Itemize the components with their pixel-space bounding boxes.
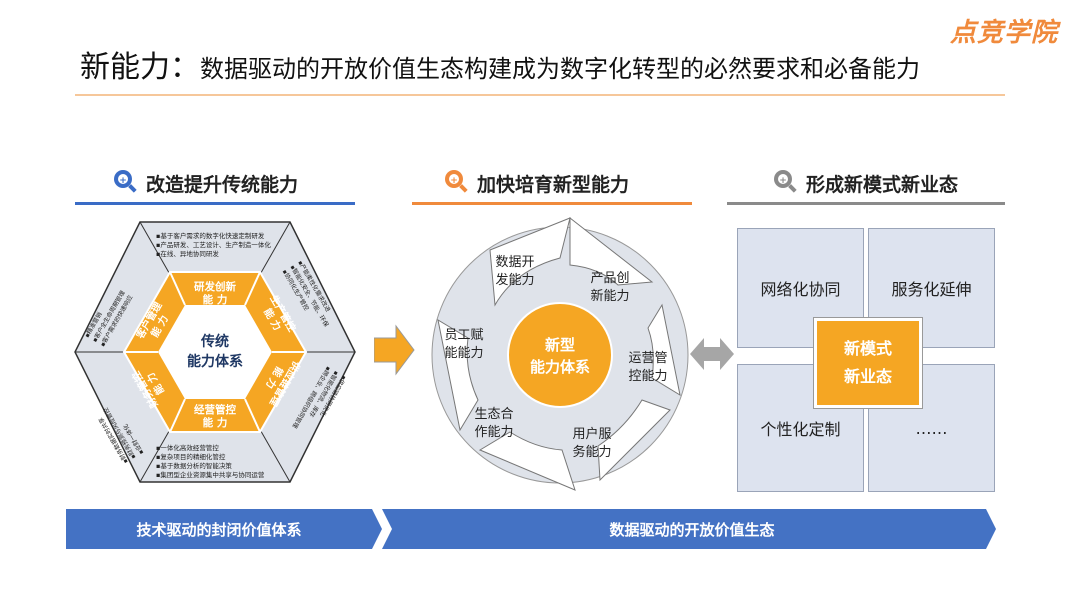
band-data-driven: 数据驱动的开放价值生态 (609, 520, 775, 539)
hexagon-note: ▪一体化高效经营管控 (156, 443, 219, 452)
grid-cell-label: 个性化定制 (760, 420, 841, 439)
hexagon-note: ▪集团型企业资源集中共享与协同运营 (156, 470, 265, 479)
band-technology-driven: 技术驱动的封闭价值体系 (136, 520, 302, 539)
new-mode-line2: 新业态 (843, 367, 892, 386)
wheel-item-product-2: 新能力 (590, 288, 629, 304)
wheel-item-ecosystem: 生态合 (474, 407, 513, 422)
svg-text:+: + (119, 176, 127, 186)
hexagon-note: ▪基于客户需求的数字化快速定制研发 (156, 231, 265, 240)
section-underline (727, 202, 1005, 205)
svg-text:+: + (779, 176, 787, 186)
wheel-item-ecosystem-2: 作能力 (474, 425, 513, 440)
wheel-center-line1: 新型 (545, 336, 575, 354)
section-heading-traditional: + 改造提升传统能力 (112, 168, 298, 199)
wheel-item-operation: 运营管 (628, 351, 667, 366)
section-heading-new: + 加快培育新型能力 (443, 168, 629, 199)
section-heading-text: 形成新模式新业态 (806, 174, 959, 196)
grid-cell-label: …… (915, 418, 948, 438)
title-subtitle: 数据驱动的开放价值生态构建成为数字化转型的必然要求和必备能力 (200, 55, 920, 83)
arrow-right-icon (374, 324, 415, 376)
page-title: 新能力：数据驱动的开放价值生态构建成为数字化转型的必然要求和必备能力 (80, 42, 920, 86)
wheel-item-product: 产品创 (590, 271, 629, 286)
brand-logo: 点竞学院 (949, 18, 1058, 48)
wheel-item-employee-2: 能能力 (444, 346, 483, 361)
wheel-center-line2: 能力体系 (530, 358, 590, 376)
new-mode-line1: 新模式 (843, 339, 892, 358)
traditional-capability-hexagon: 传统 能力体系 研发创新 能 力 生产管控 能 力 供应链管理 能 力 经营管控… (74, 221, 356, 483)
search-icon: + (112, 168, 138, 199)
hexagon-center-line1: 传统 (200, 333, 229, 350)
svg-text:+: + (450, 176, 458, 186)
title-main: 新能力： (80, 50, 200, 85)
section-underline (75, 202, 355, 205)
bottom-band-shapes (66, 509, 996, 549)
hexagon-note: ▪产品研发、工艺设计、生产制造一体化 (156, 240, 271, 249)
segment-operation-label2: 能 力 (203, 416, 228, 429)
wheel-item-data: 数据开 (495, 255, 534, 270)
hexagon-note: ▪复杂项目的精细化管控 (156, 452, 226, 461)
grid-cell-label: 服务化延伸 (891, 280, 972, 299)
section-heading-mode: + 形成新模式新业态 (772, 168, 958, 199)
new-mode-center: 新模式 新业态 (813, 317, 923, 409)
wheel-item-operation-2: 控能力 (628, 369, 667, 384)
hexagon-center-line2: 能力体系 (187, 353, 243, 370)
section-heading-text: 加快培育新型能力 (477, 174, 630, 196)
wheel-item-employee: 员工赋 (444, 328, 483, 343)
hexagon-note: ▪基于数据分析的智能决策 (156, 461, 232, 470)
double-arrow-icon (690, 338, 734, 370)
segment-rd-label2: 能 力 (203, 293, 228, 306)
search-icon: + (772, 168, 798, 199)
new-capability-wheel: 新型 能力体系 数据开 发能力 产品创 新能力 运营管 控能力 用户服 务能力 … (431, 216, 689, 491)
wheel-item-user: 用户服 (572, 426, 611, 442)
grid-cell-label: 网络化协同 (760, 280, 841, 299)
wheel-item-user-2: 务能力 (572, 444, 611, 460)
segment-operation-label: 经营管控 (194, 403, 236, 416)
section-underline (412, 202, 692, 205)
section-heading-text: 改造提升传统能力 (146, 174, 299, 196)
wheel-item-data-2: 发能力 (495, 272, 534, 288)
title-divider (75, 94, 1005, 96)
search-icon: + (443, 168, 469, 199)
segment-rd-label: 研发创新 (194, 280, 236, 293)
hexagon-note: ▪在线、异地协同研发 (156, 249, 219, 258)
